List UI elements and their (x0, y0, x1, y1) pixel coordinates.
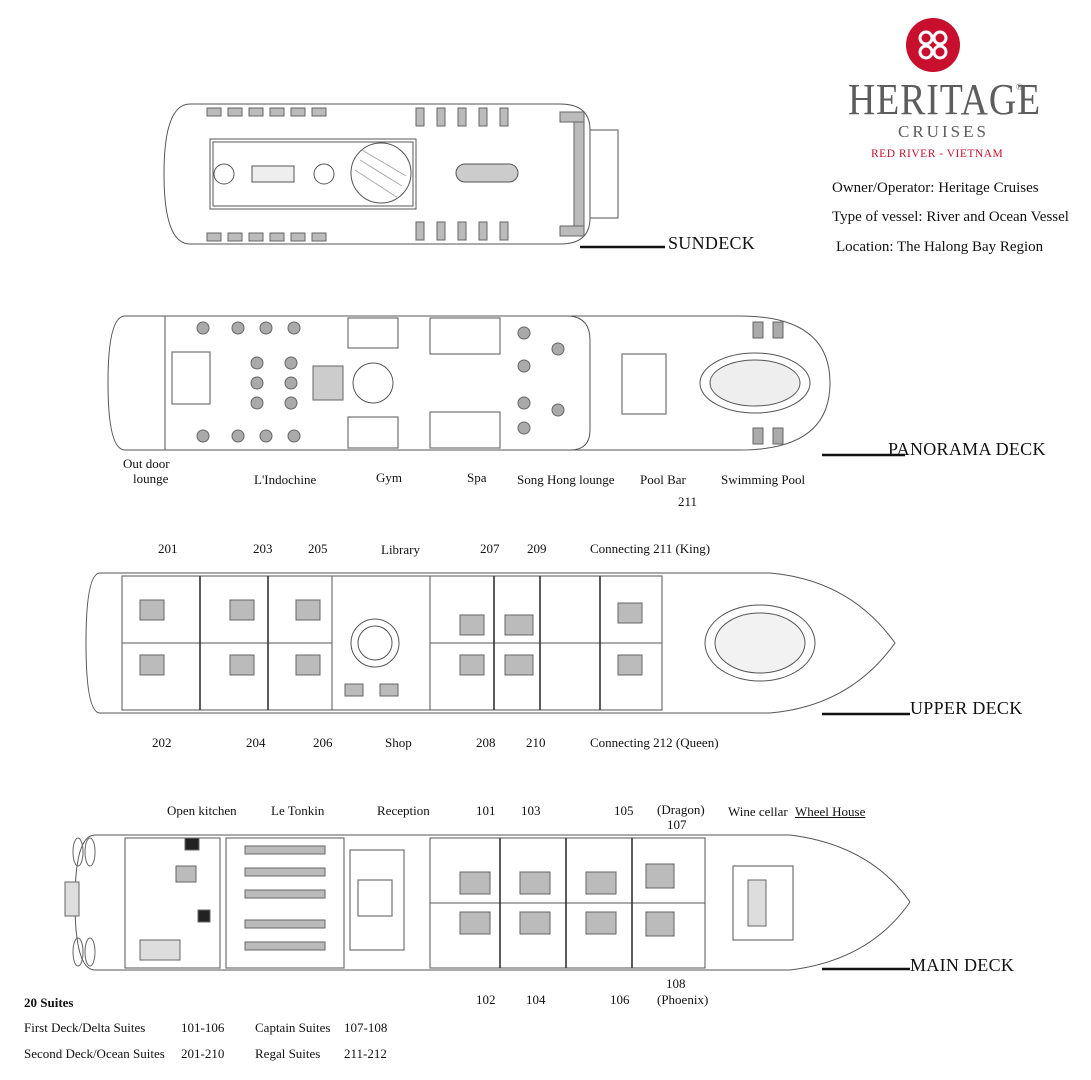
sundeck-plan (163, 103, 665, 249)
label-spa: Spa (467, 470, 487, 485)
label-connecting-211: Connecting 211 (King) (590, 541, 711, 556)
label-room-205: 205 (308, 541, 328, 556)
label-open-kitchen: Open kitchen (167, 803, 237, 818)
label-phoenix: (Phoenix) (657, 992, 709, 1007)
info-location: Location: The Halong Bay Region (836, 239, 1044, 255)
legend-row-2-type-range: 211-212 (344, 1046, 387, 1061)
label-room-204: 204 (246, 735, 266, 750)
label-room-101: 101 (476, 803, 496, 818)
brand-registered-mark: ® (1016, 82, 1023, 92)
label-room-210: 210 (526, 735, 546, 750)
legend-row-2-type: Regal Suites (255, 1046, 321, 1061)
label-connecting-212: Connecting 212 (Queen) (590, 735, 719, 750)
legend-row-1-deck: First Deck/Delta Suites (24, 1020, 146, 1035)
label-room-106: 106 (610, 992, 630, 1007)
label-dragon: (Dragon) (657, 802, 705, 817)
label-indochine: L'Indochine (254, 472, 317, 487)
sundeck-title: SUNDECK (668, 233, 756, 253)
upper-deck-plan (85, 572, 910, 716)
legend-row-2-range: 201-210 (181, 1046, 225, 1061)
label-outdoor-lounge-1: Out door (123, 456, 170, 471)
label-room-202: 202 (152, 735, 172, 750)
label-room-206: 206 (313, 735, 333, 750)
label-room-108: 108 (666, 976, 686, 991)
label-wheel-house: Wheel House (795, 804, 866, 819)
label-room-102: 102 (476, 992, 496, 1007)
panorama-deck-plan (107, 315, 905, 457)
label-library: Library (381, 542, 420, 557)
upper-deck-title: UPPER DECK (910, 698, 1023, 718)
label-gym: Gym (376, 470, 402, 485)
label-room-208: 208 (476, 735, 496, 750)
brand-tagline: RED RIVER - VIETNAM (871, 148, 1004, 160)
label-le-tonkin: Le Tonkin (271, 803, 325, 818)
label-room-209: 209 (527, 541, 547, 556)
legend-row-1-range: 101-106 (181, 1020, 225, 1035)
label-room-203: 203 (253, 541, 273, 556)
brand-subname: CRUISES (898, 122, 989, 141)
legend-row-1-type-range: 107-108 (344, 1020, 388, 1035)
label-reception: Reception (377, 803, 430, 818)
label-room-207: 207 (480, 541, 500, 556)
label-shop: Shop (385, 735, 412, 750)
main-deck-title: MAIN DECK (910, 955, 1015, 975)
legend-row-1-type: Captain Suites (255, 1020, 331, 1035)
info-operator: Owner/Operator: Heritage Cruises (832, 180, 1039, 196)
label-room-104: 104 (526, 992, 546, 1007)
label-room-201: 201 (158, 541, 178, 556)
label-room-103: 103 (521, 803, 541, 818)
panorama-deck-title: PANORAMA DECK (888, 439, 1046, 459)
legend-heading: 20 Suites (24, 995, 74, 1010)
label-outdoor-lounge-2: lounge (133, 471, 169, 486)
label-swimming-pool: Swimming Pool (721, 472, 806, 487)
label-pool-bar: Pool Bar (640, 472, 686, 487)
label-song-hong-lounge: Song Hong lounge (517, 472, 615, 487)
label-room-105: 105 (614, 803, 634, 818)
label-room-107: 107 (667, 817, 687, 832)
label-wine-cellar: Wine cellar (728, 804, 788, 819)
label-room-211: 211 (678, 494, 698, 509)
brand-name: HERITAGE (848, 75, 1042, 124)
legend-row-2-deck: Second Deck/Ocean Suites (24, 1046, 165, 1061)
info-vessel-type: Type of vessel: River and Ocean Vessel (832, 209, 1069, 225)
main-deck-plan (64, 834, 911, 971)
